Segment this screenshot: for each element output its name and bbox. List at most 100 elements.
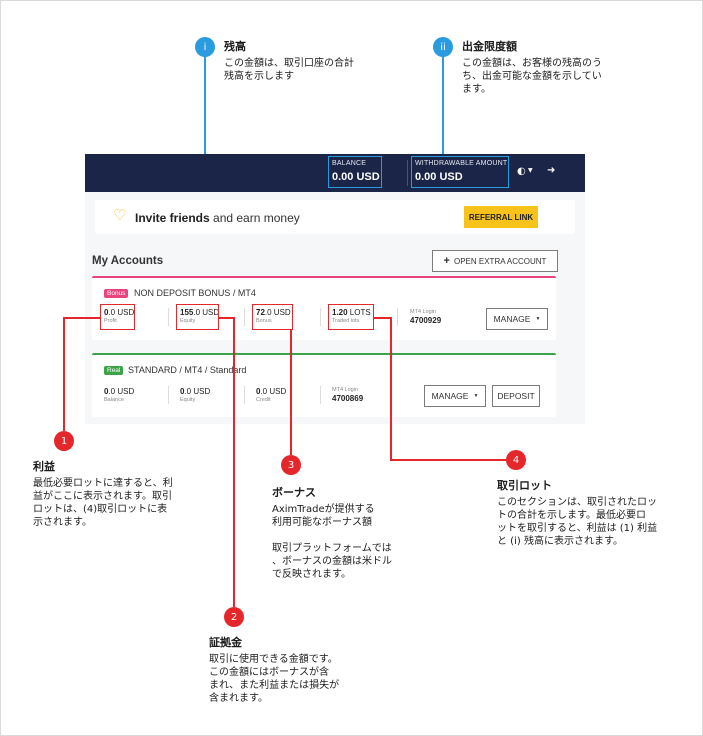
callout-text-balance: この金額は、取引口座の合計 残高を示します bbox=[224, 58, 354, 82]
callout-line-ii-vertical bbox=[442, 57, 444, 157]
callout-line-1-vertical bbox=[63, 317, 65, 431]
heart-icon: ♡ bbox=[113, 206, 127, 224]
manage-label: MANAGE bbox=[431, 391, 469, 401]
referral-link-button[interactable]: REFERRAL LINK bbox=[464, 206, 538, 228]
account-name: NON DEPOSIT BONUS / MT4 bbox=[134, 288, 256, 298]
callout-title-traded-lots: 取引ロット bbox=[497, 479, 552, 492]
metric-value: 0 bbox=[256, 387, 261, 396]
metric-divider bbox=[168, 386, 169, 404]
metric-label: Bonus bbox=[256, 318, 272, 324]
account-dashboard: BALANCE 0.00 USD WITHDRAWABLE AMOUNT 0.0… bbox=[85, 154, 585, 424]
metric-divider bbox=[168, 308, 169, 326]
callout-badge-3: 3 bbox=[281, 455, 301, 475]
balance-label: BALANCE bbox=[332, 160, 367, 167]
metric-label: Equity bbox=[180, 397, 196, 403]
manage-button[interactable]: MANAGE ▼ bbox=[486, 308, 548, 330]
caret-down-icon: ▼ bbox=[473, 393, 479, 399]
callout-badge-2: 2 bbox=[224, 607, 244, 627]
metric-bonus: 72.0 USD Bonus bbox=[256, 308, 291, 324]
highlight-profit bbox=[100, 304, 135, 330]
metric-unit: .0 USD bbox=[184, 387, 211, 396]
callout-title-withdrawable: 出金限度額 bbox=[462, 40, 517, 53]
callout-text-profit: 最低必要ロットに達すると、利 益がここに表示されます。取引 ロットは、(4)取引… bbox=[33, 478, 173, 528]
withdrawable-value: 0.00 USD bbox=[415, 171, 463, 183]
highlight-balance bbox=[328, 156, 382, 188]
callout-badge-4: 4 bbox=[506, 450, 526, 470]
mt4-login: MT4 Login 4700869 bbox=[332, 387, 363, 403]
mt4-login-label: MT4 Login bbox=[410, 309, 436, 315]
balance-amount: 0.00 bbox=[332, 171, 354, 183]
callout-badge-1: 1 bbox=[54, 431, 74, 451]
account-card-bonus: Bonus NON DEPOSIT BONUS / MT4 0.0 USD Pr… bbox=[92, 276, 556, 340]
callout-line-i-vertical bbox=[204, 57, 206, 174]
metric-value: 72 bbox=[256, 308, 265, 317]
withdrawable-label: WITHDRAWABLE AMOUNT bbox=[415, 160, 508, 167]
metric-label: Traded lots bbox=[332, 318, 360, 324]
callout-text-withdrawable: この金額は、お客様の残高のう ち、出金可能な金額を示してい ます。 bbox=[462, 58, 602, 95]
top-bar-divider bbox=[407, 160, 408, 186]
metric-value: 1.20 bbox=[332, 308, 348, 317]
account-name: STANDARD / MT4 / Standard bbox=[128, 365, 247, 375]
metric-unit: .0 USD bbox=[108, 387, 135, 396]
logout-icon[interactable]: ➜ bbox=[547, 165, 556, 176]
withdrawable-unit: USD bbox=[439, 171, 463, 183]
metric-profit: 0.0 USD Profit bbox=[104, 308, 134, 324]
account-card-standard: Real STANDARD / MT4 / Standard 0.0 USD B… bbox=[92, 353, 556, 417]
callout-line-3-vertical bbox=[290, 330, 292, 455]
withdrawable-amount: 0.00 bbox=[415, 171, 437, 183]
invite-text-bold: Invite friends bbox=[135, 211, 210, 225]
metric-divider bbox=[244, 386, 245, 404]
highlight-withdrawable bbox=[411, 156, 509, 188]
metric-divider bbox=[320, 386, 321, 404]
metric-credit: 0.0 USD Credit bbox=[256, 387, 286, 403]
callout-line-4-horizontal-top bbox=[374, 317, 391, 319]
metric-unit: .0 USD bbox=[193, 308, 220, 317]
metric-traded-lots: 1.20 LOTS Traded lots bbox=[332, 308, 371, 324]
callout-title-margin: 証拠金 bbox=[209, 636, 242, 649]
metric-divider bbox=[244, 308, 245, 326]
metric-divider bbox=[397, 308, 398, 326]
callout-text-margin: 取引に使用できる金額です。 この金額にはボーナスが含 まれ、また利益または損失が… bbox=[209, 654, 340, 704]
invite-text-rest: and earn money bbox=[209, 211, 300, 225]
metric-label: Equity bbox=[180, 318, 196, 324]
account-tag: Real bbox=[104, 366, 124, 375]
callout-line-2-horizontal bbox=[219, 317, 234, 319]
plus-icon: + bbox=[443, 255, 450, 267]
invite-banner: ♡ Invite friends and earn money REFERRAL… bbox=[95, 200, 575, 234]
metric-label: Balance bbox=[104, 397, 124, 403]
deposit-button[interactable]: DEPOSIT bbox=[492, 385, 540, 407]
callout-text-bonus: AximTradeが提供する 利用可能なボーナス額 取引プラットフォームでは 、… bbox=[272, 504, 392, 580]
callout-title-balance: 残高 bbox=[224, 40, 246, 53]
callout-line-4-horizontal-bottom bbox=[390, 459, 507, 461]
metric-equity: 0.0 USD Equity bbox=[180, 387, 210, 403]
metric-unit: .0 USD bbox=[264, 308, 291, 317]
metric-unit: .0 USD bbox=[108, 308, 135, 317]
manage-label: MANAGE bbox=[493, 314, 531, 324]
my-accounts-title: My Accounts bbox=[92, 255, 164, 267]
manage-button[interactable]: MANAGE ▼ bbox=[424, 385, 486, 407]
highlight-equity bbox=[176, 304, 219, 330]
metric-value: 155 bbox=[180, 308, 194, 317]
mt4-login-value: 4700929 bbox=[410, 316, 442, 325]
callout-title-bonus: ボーナス bbox=[272, 486, 316, 499]
highlight-bonus bbox=[252, 304, 293, 330]
chevron-down-icon[interactable]: ▼ bbox=[528, 167, 533, 174]
balance-value: 0.00 USD bbox=[332, 171, 380, 183]
metric-label: Credit bbox=[256, 397, 271, 403]
metric-value: 0 bbox=[180, 387, 185, 396]
open-extra-account-button[interactable]: + OPEN EXTRA ACCOUNT bbox=[432, 250, 558, 272]
callout-text-traded-lots: このセクションは、取引されたロッ トの合計を示します。最低必要ロ ットを取引する… bbox=[497, 497, 658, 547]
open-extra-account-label: OPEN EXTRA ACCOUNT bbox=[453, 256, 547, 266]
mt4-login: MT4 Login 4700929 bbox=[410, 309, 441, 325]
metric-value: 0 bbox=[104, 387, 109, 396]
globe-icon[interactable]: ◐ bbox=[517, 166, 526, 177]
metric-balance: 0.0 USD Balance bbox=[104, 387, 134, 403]
mt4-login-label: MT4 Login bbox=[332, 387, 358, 393]
callout-title-profit: 利益 bbox=[33, 460, 55, 473]
callout-line-1-horizontal bbox=[63, 317, 100, 319]
metric-divider bbox=[320, 308, 321, 326]
metric-unit: LOTS bbox=[347, 308, 371, 317]
metric-label: Profit bbox=[104, 318, 117, 324]
balance-unit: USD bbox=[356, 171, 380, 183]
caret-down-icon: ▼ bbox=[535, 316, 541, 322]
